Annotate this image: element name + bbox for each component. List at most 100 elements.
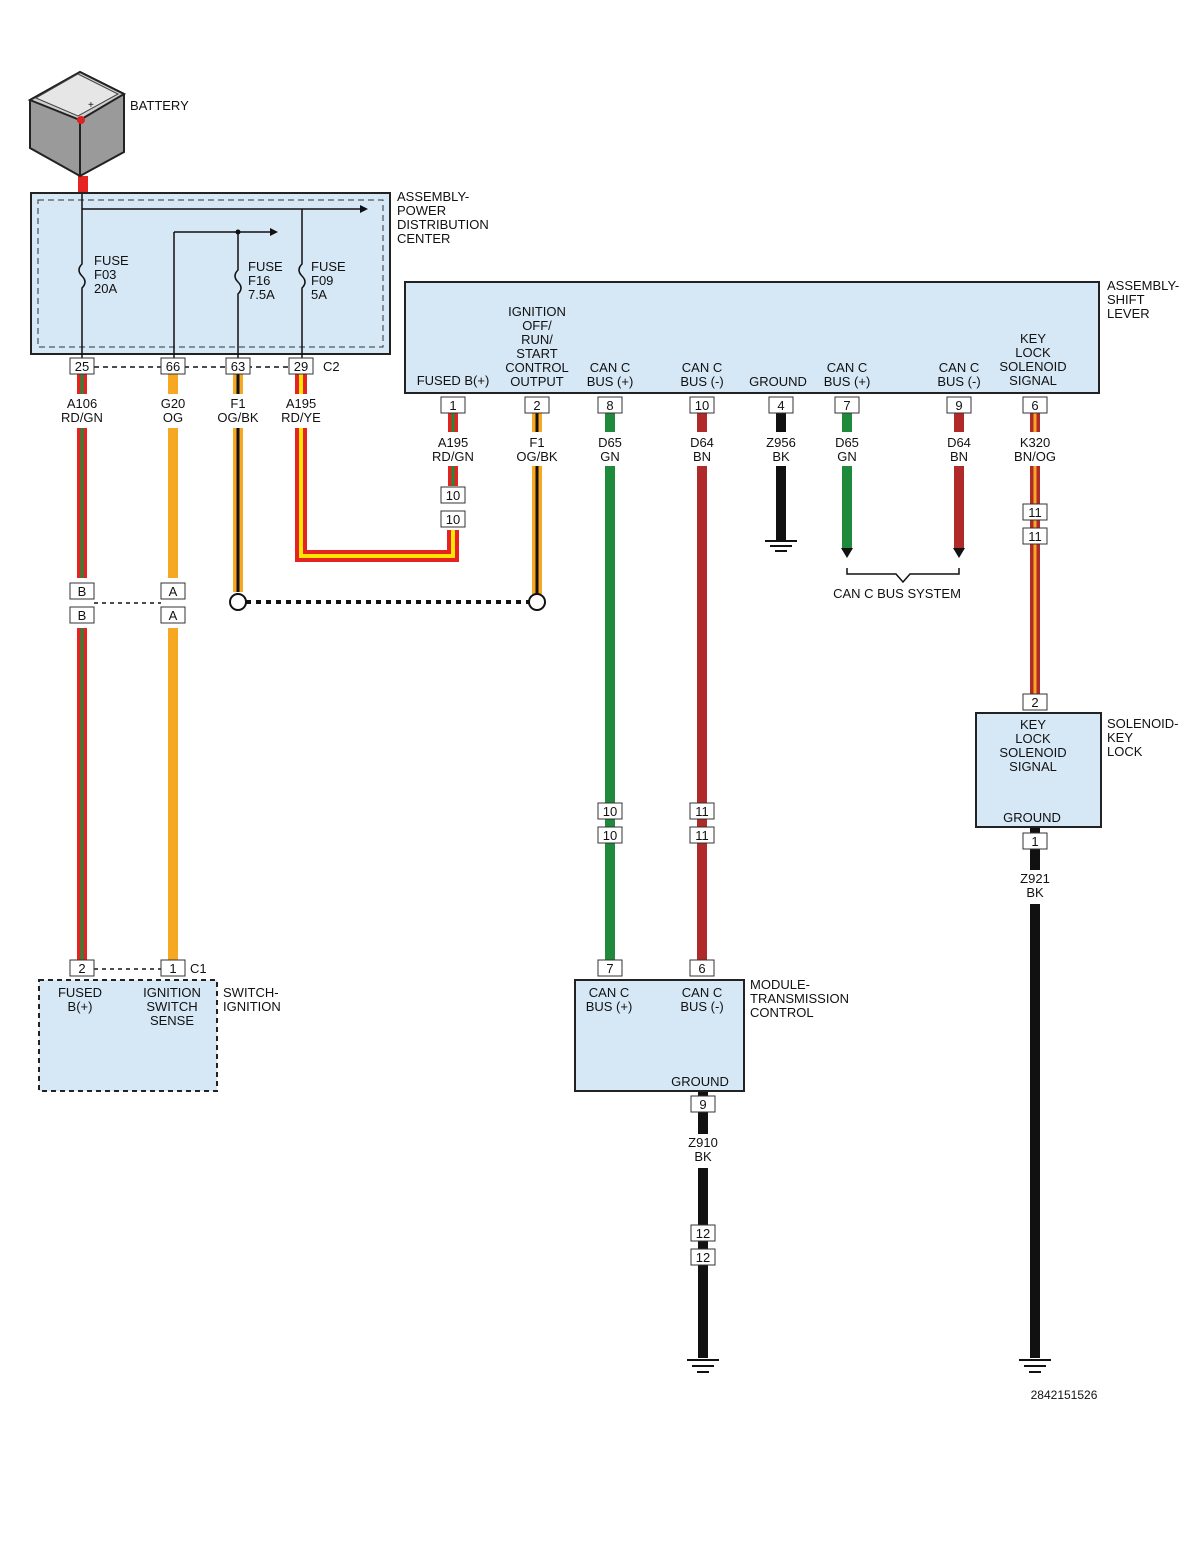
svg-text:BK: BK [694,1149,712,1164]
svg-text:SHIFT: SHIFT [1107,292,1145,307]
ground-icon-z956 [765,540,797,552]
svg-text:RD/GN: RD/GN [61,410,103,425]
svg-text:A195: A195 [438,435,468,450]
svg-text:START: START [516,346,557,361]
svg-text:B(+): B(+) [68,999,93,1014]
svg-text:F1: F1 [230,396,245,411]
svg-text:BN: BN [950,449,968,464]
svg-text:11: 11 [695,828,709,843]
svg-text:B: B [78,584,87,599]
svg-text:K320: K320 [1020,435,1050,450]
svg-text:CAN C: CAN C [939,360,979,375]
splice-z910: 12 12 [690,1224,716,1266]
svg-text:A: A [169,584,178,599]
svg-text:10: 10 [446,488,460,503]
svg-text:CONTROL: CONTROL [505,360,569,375]
svg-text:FUSED: FUSED [58,985,102,1000]
svg-text:F1: F1 [529,435,544,450]
svg-text:SWITCH: SWITCH [146,999,197,1014]
svg-text:BUS (+): BUS (+) [824,374,871,389]
svg-text:KEY: KEY [1020,717,1046,732]
svg-text:12: 12 [696,1250,710,1265]
battery-label: BATTERY [130,98,189,113]
svg-text:BUS (-): BUS (-) [680,374,723,389]
svg-text:9: 9 [955,398,962,413]
svg-text:RD/YE: RD/YE [281,410,321,425]
svg-text:IGNITION: IGNITION [508,304,566,319]
svg-text:ASSEMBLY-: ASSEMBLY- [397,189,469,204]
svg-text:KEY: KEY [1020,331,1046,346]
svg-text:CONTROL: CONTROL [750,1005,814,1020]
transmission-control-module: 7 6 CAN C BUS (+) CAN C BUS (-) GROUND 9 [574,959,745,1113]
svg-text:6: 6 [698,961,705,976]
svg-text:4: 4 [777,398,784,413]
svg-text:+: + [88,100,94,111]
svg-text:A106: A106 [67,396,97,411]
svg-text:IGNITION: IGNITION [223,999,281,1014]
svg-text:CAN C: CAN C [682,985,722,1000]
z910-wire-label: Z910 BK [688,1135,718,1164]
svg-text:LOCK: LOCK [1107,744,1143,759]
svg-text:F03: F03 [94,267,116,282]
svg-text:BUS (+): BUS (+) [586,999,633,1014]
svg-text:D65: D65 [835,435,859,450]
splice-a195: 10 10 [440,486,466,528]
svg-text:CAN C: CAN C [827,360,867,375]
diagram-id: 2842151526 [1031,1388,1098,1402]
svg-text:TRANSMISSION: TRANSMISSION [750,991,849,1006]
pdc-wire-labels: A106 RD/GN G20 OG F1 OG/BK A195 RD/YE [61,396,321,425]
svg-text:GROUND: GROUND [1003,810,1061,825]
svg-text:25: 25 [75,359,89,374]
svg-text:SENSE: SENSE [150,1013,194,1028]
svg-text:DISTRIBUTION: DISTRIBUTION [397,217,489,232]
svg-text:F16: F16 [248,273,270,288]
svg-text:SOLENOID: SOLENOID [999,359,1066,374]
shift-lever-wire-labels: A195 RD/GN F1 OG/BK D65 GN D64 BN Z956 B… [432,435,1056,464]
svg-text:1: 1 [169,961,176,976]
svg-text:A195: A195 [286,396,316,411]
inline-connector-ab: B B A A [69,582,186,624]
svg-text:BUS (+): BUS (+) [587,374,634,389]
svg-text:8: 8 [606,398,613,413]
svg-text:C1: C1 [190,961,207,976]
svg-text:11: 11 [1028,505,1042,520]
svg-text:1: 1 [449,398,456,413]
svg-text:D65: D65 [598,435,622,450]
svg-text:BK: BK [1026,885,1044,900]
svg-text:MODULE-: MODULE- [750,977,810,992]
svg-text:GN: GN [837,449,857,464]
svg-text:11: 11 [1028,529,1042,544]
svg-text:66: 66 [166,359,180,374]
svg-text:LOCK: LOCK [1015,731,1051,746]
shift-lever-label: ASSEMBLY- SHIFT LEVER [1107,278,1179,321]
battery-icon: + [27,70,127,178]
fuse-f16-label: FUSE F16 7.5A [248,259,283,302]
can-bus-brace [846,568,960,584]
svg-text:OG/BK: OG/BK [217,410,259,425]
svg-text:G20: G20 [161,396,186,411]
svg-text:LEVER: LEVER [1107,306,1150,321]
splice-k320: 11 11 [1022,503,1048,545]
svg-text:GN: GN [600,449,620,464]
svg-text:10: 10 [695,398,709,413]
svg-text:C2: C2 [323,359,340,374]
svg-text:D64: D64 [947,435,971,450]
svg-text:GROUND: GROUND [749,374,807,389]
shift-lever-assembly [404,281,1100,394]
svg-text:10: 10 [446,512,460,527]
svg-text:RUN/: RUN/ [521,332,553,347]
wire-a195-rdye [295,372,459,562]
svg-text:LOCK: LOCK [1015,345,1051,360]
wires [50,176,1064,1358]
svg-text:BN: BN [693,449,711,464]
splice-d64: 11 11 [689,802,715,844]
svg-text:BUS (-): BUS (-) [680,999,723,1014]
svg-text:CENTER: CENTER [397,231,450,246]
switch-ignition: 2 1 C1 FUSED B(+) IGNITION SWITCH SENSE [38,959,218,1092]
fuse-f09-label: FUSE F09 5A [311,259,346,302]
tcm-label: MODULE- TRANSMISSION CONTROL [750,977,849,1020]
shift-lever-pin-labels: FUSED B(+) IGNITION OFF/ RUN/ START CONT… [417,304,1067,389]
svg-text:Z910: Z910 [688,1135,718,1150]
svg-text:BK: BK [772,449,790,464]
pdc-connector-c2: 25 66 63 29 C2 [69,357,340,375]
